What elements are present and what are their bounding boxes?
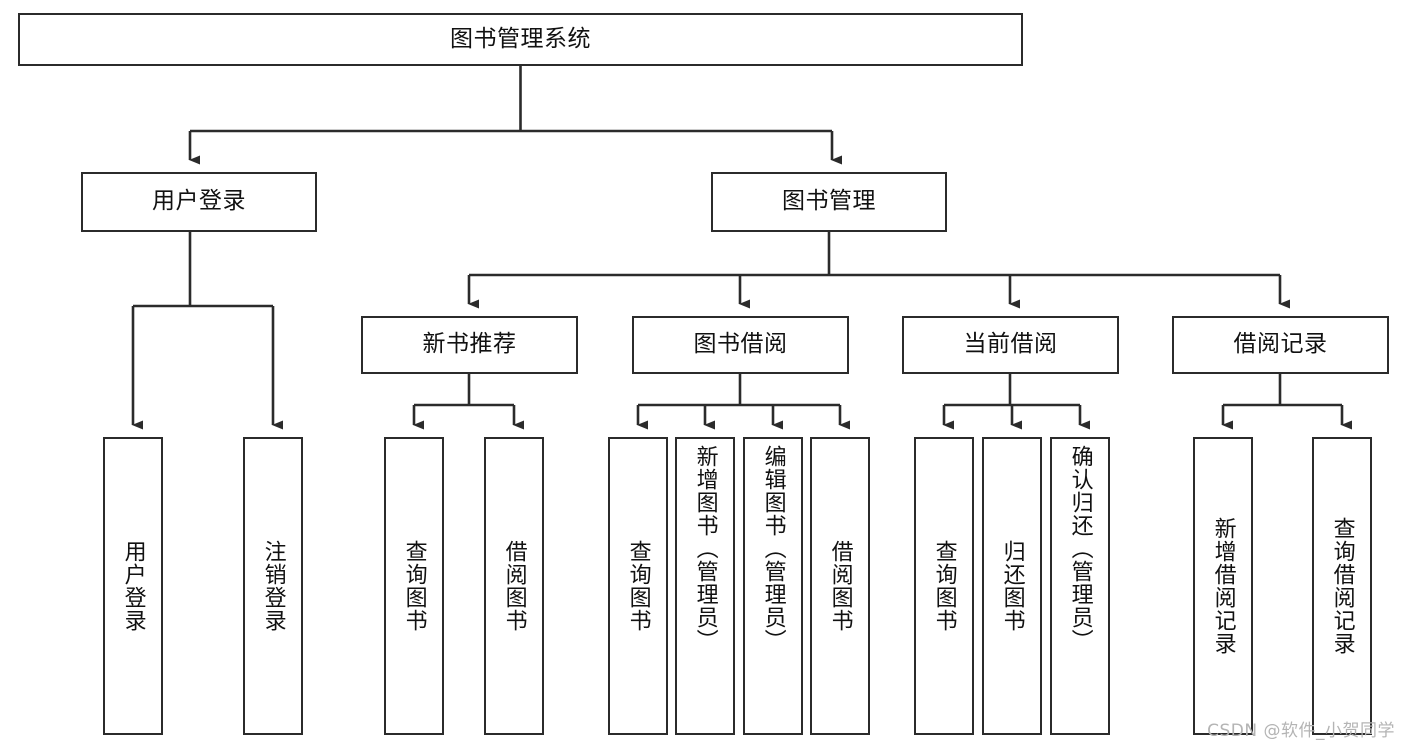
node-label: 查询借阅记录 [1329, 517, 1355, 655]
leaf-node-borrow-book-recommend[interactable]: 借阅图书 [484, 437, 544, 735]
node-label: 图书管理 [782, 188, 876, 215]
node-label: 借阅记录 [1233, 331, 1328, 358]
node-user-login[interactable]: 用户登录 [81, 172, 317, 232]
leaf-node-add-book-admin[interactable]: 新增图书（管理员） [675, 437, 735, 735]
node-label: 新增图书（管理员） [692, 445, 718, 652]
node-label: 用户登录 [152, 188, 246, 215]
node-label: 当前借阅 [963, 331, 1058, 358]
leaf-node-user-login[interactable]: 用户登录 [103, 437, 163, 735]
node-label: 查询图书 [625, 540, 651, 632]
node-label: 借阅图书 [827, 540, 853, 632]
node-new-book-recommend[interactable]: 新书推荐 [361, 316, 578, 374]
node-book-management[interactable]: 图书管理 [711, 172, 947, 232]
node-label: 新增借阅记录 [1210, 517, 1236, 655]
node-label: 归还图书 [999, 540, 1025, 632]
node-label: 查询图书 [931, 540, 957, 632]
node-book-borrow[interactable]: 图书借阅 [632, 316, 849, 374]
node-label: 编辑图书（管理员） [760, 445, 786, 652]
node-label: 查询图书 [401, 540, 427, 632]
node-borrow-record[interactable]: 借阅记录 [1172, 316, 1389, 374]
csdn-watermark: CSDN @软件_小贺同学 [1207, 721, 1395, 741]
leaf-node-edit-book-admin[interactable]: 编辑图书（管理员） [743, 437, 803, 735]
leaf-node-query-book-borrow[interactable]: 查询图书 [608, 437, 668, 735]
node-label: 新书推荐 [422, 331, 517, 358]
leaf-node-borrow-book[interactable]: 借阅图书 [810, 437, 870, 735]
leaf-node-add-borrow-record[interactable]: 新增借阅记录 [1193, 437, 1253, 735]
leaf-node-logout-login[interactable]: 注销登录 [243, 437, 303, 735]
node-label: 用户登录 [120, 540, 146, 632]
node-label: 确认归还（管理员） [1067, 445, 1093, 652]
node-label: 注销登录 [260, 540, 286, 632]
node-book-management-system[interactable]: 图书管理系统 [18, 13, 1023, 66]
node-label: 图书管理系统 [450, 25, 591, 52]
leaf-node-return-book[interactable]: 归还图书 [982, 437, 1042, 735]
leaf-node-query-book-current[interactable]: 查询图书 [914, 437, 974, 735]
leaf-node-query-borrow-record[interactable]: 查询借阅记录 [1312, 437, 1372, 735]
node-label: 借阅图书 [501, 540, 527, 632]
leaf-node-query-book-recommend[interactable]: 查询图书 [384, 437, 444, 735]
node-current-borrow[interactable]: 当前借阅 [902, 316, 1119, 374]
node-label: 图书借阅 [693, 331, 788, 358]
leaf-node-confirm-return-admin[interactable]: 确认归还（管理员） [1050, 437, 1110, 735]
